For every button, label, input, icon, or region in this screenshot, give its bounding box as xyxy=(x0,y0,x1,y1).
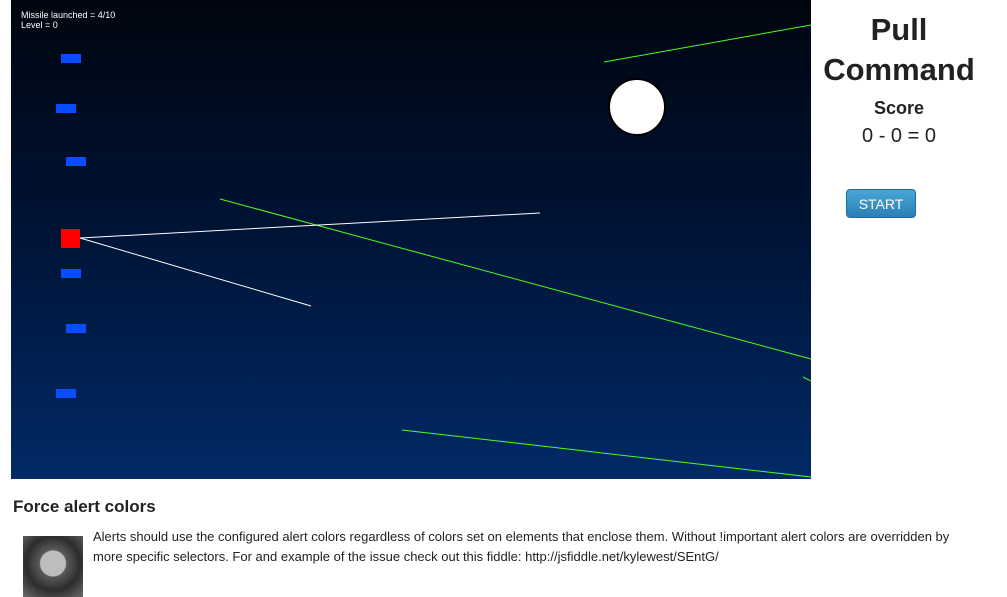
score-value: 0 - 0 = 0 xyxy=(862,125,936,147)
player-missile-trail xyxy=(79,237,312,307)
player-launcher[interactable] xyxy=(61,229,80,248)
title-line-2: Command xyxy=(823,52,975,87)
game-title: Pull Command xyxy=(801,10,997,90)
avatar xyxy=(23,536,83,597)
player-missile-trail xyxy=(79,212,541,239)
enemy-missile-trail xyxy=(603,24,811,63)
game-scene xyxy=(56,24,811,478)
issue-title: Force alert colors xyxy=(13,497,156,516)
start-button[interactable]: START xyxy=(846,189,916,218)
enemy-missile-trail xyxy=(219,198,811,360)
city-base xyxy=(61,269,81,278)
sidebar: Pull Command Score 0 - 0 = 0 START xyxy=(811,0,1007,479)
city-base xyxy=(66,157,86,166)
title-line-1: Pull xyxy=(870,12,928,47)
missiles-launched-text: Missile launched = 4/10 xyxy=(21,10,116,20)
level-text: Level = 0 xyxy=(21,20,58,30)
city-base xyxy=(56,389,76,398)
city-base xyxy=(56,104,76,113)
hud: Missile launched = 4/10 Level = 0 xyxy=(21,10,115,30)
enemy-missile-trail xyxy=(802,376,811,382)
enemy-missile-trail xyxy=(401,429,811,478)
city-base xyxy=(66,324,86,333)
issue-body: Alerts should use the configured alert c… xyxy=(93,529,950,564)
city-base xyxy=(61,54,81,63)
game-canvas[interactable]: Missile launched = 4/10 Level = 0 xyxy=(11,0,811,479)
explosion-ball xyxy=(608,78,666,136)
score-label: Score xyxy=(873,98,925,118)
